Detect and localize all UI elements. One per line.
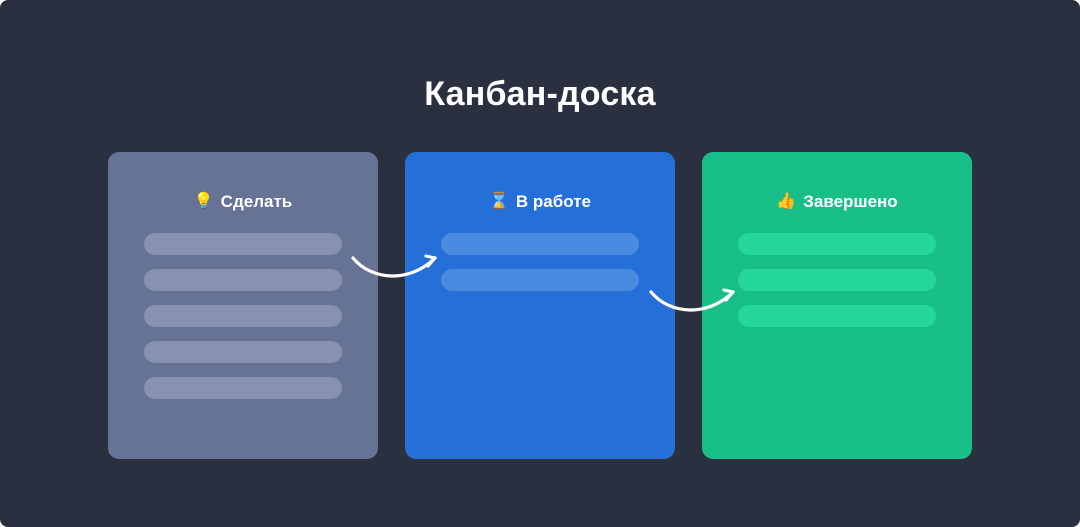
kanban-column-done[interactable]: 👍 Завершено <box>702 152 972 459</box>
kanban-card[interactable] <box>441 233 639 255</box>
kanban-card[interactable] <box>738 269 936 291</box>
kanban-card[interactable] <box>441 269 639 291</box>
kanban-column-todo[interactable]: 💡 Сделать <box>108 152 378 459</box>
column-title-in-progress: В работе <box>515 192 591 211</box>
kanban-column-in-progress[interactable]: ⌛ В работе <box>405 152 675 459</box>
hourglass-icon: ⌛ <box>488 193 509 210</box>
kanban-card[interactable] <box>144 341 342 363</box>
thumbs-up-icon: 👍 <box>776 193 797 210</box>
column-title-todo: Сделать <box>220 192 293 211</box>
kanban-card[interactable] <box>144 269 342 291</box>
light-bulb-icon: 💡 <box>193 193 214 210</box>
kanban-card[interactable] <box>144 233 342 255</box>
column-heading-done: 👍 Завершено <box>776 192 897 212</box>
kanban-columns-row: 💡 Сделать ⌛ В работе <box>108 152 972 459</box>
kanban-card[interactable] <box>144 377 342 399</box>
column-heading-todo: 💡 Сделать <box>194 192 292 212</box>
column-heading-in-progress: ⌛ В работе <box>489 192 591 212</box>
kanban-card[interactable] <box>738 233 936 255</box>
card-list-in-progress <box>405 233 675 291</box>
kanban-card[interactable] <box>738 305 936 327</box>
kanban-card[interactable] <box>144 305 342 327</box>
page-title: Канбан-доска <box>424 75 656 113</box>
card-list-done <box>702 233 972 327</box>
column-title-done: Завершено <box>803 192 898 211</box>
card-list-todo <box>108 233 378 399</box>
